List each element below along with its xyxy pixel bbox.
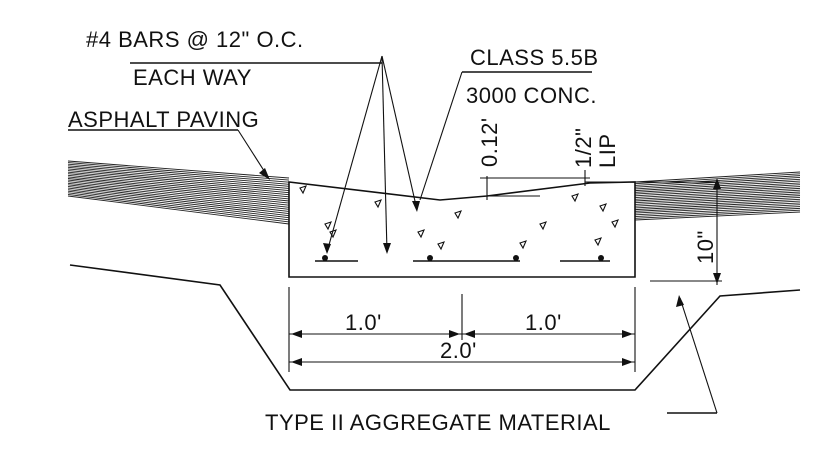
thickness-label: 10"	[693, 230, 718, 264]
rebar-dot	[513, 255, 519, 261]
thickness-dim	[650, 178, 722, 285]
rebar-group	[315, 255, 610, 262]
arrowhead	[259, 168, 270, 180]
arrowhead	[464, 330, 475, 338]
arrowhead	[713, 178, 721, 189]
aggregate-triangle	[299, 185, 307, 195]
half-width-left-label: 1.0'	[345, 310, 382, 335]
asphalt-hatch-line	[67, 178, 290, 202]
bars-label-line2: EACH WAY	[133, 65, 252, 90]
cross-slope-label: 0.12'	[477, 117, 502, 167]
width-dims	[288, 287, 636, 372]
aggregate-triangle	[519, 240, 527, 250]
asphalt-hatch-line	[67, 165, 290, 185]
asphalt-leader-line	[237, 129, 269, 178]
asphalt-hatch-line	[67, 162, 290, 181]
asphalt-hatch-line	[67, 190, 290, 219]
arrowhead	[713, 273, 721, 284]
bars-leader-2	[381, 55, 388, 253]
asphalt-hatch-line	[67, 170, 290, 191]
asphalt-hatch-line	[67, 186, 290, 212]
asphalt-hatch-line	[67, 193, 290, 223]
aggregate-triangle	[437, 241, 445, 251]
arrowhead	[622, 330, 633, 338]
rebar-dot	[322, 255, 328, 261]
concrete-leader	[419, 71, 592, 201]
arrowhead	[449, 330, 460, 338]
asphalt-leader	[68, 129, 270, 180]
arrowhead	[323, 243, 331, 254]
aggregate-label: TYPE II AGGREGATE MATERIAL	[265, 410, 611, 435]
arrowhead	[383, 243, 391, 254]
aggregate-triangle	[599, 203, 607, 213]
aggregate-triangle	[539, 221, 547, 231]
asphalt-hatch-line	[67, 166, 290, 187]
concrete-slab-outline	[288, 181, 636, 278]
asphalt-label: ASPHALT PAVING	[68, 107, 259, 132]
concrete-label-line1: CLASS 5.5B	[470, 45, 599, 70]
concrete-label-line2: 3000 CONC.	[466, 83, 597, 108]
asphalt-hatch-line	[67, 174, 290, 198]
aggregate-base-outline	[69, 264, 801, 391]
aggregate-triangle	[594, 237, 602, 247]
bars-leader-3	[381, 55, 418, 211]
asphalt-hatch-line	[67, 184, 290, 210]
aggregate-triangle	[454, 210, 462, 220]
asphalt-hatch-line	[67, 163, 290, 183]
asphalt-hatch-line	[67, 192, 290, 221]
aggregate-triangle	[611, 219, 619, 229]
aggregate-triangle	[324, 221, 332, 231]
lip-dim	[584, 170, 720, 186]
bars-label-line1: #4 BARS @ 12" O.C.	[86, 27, 304, 52]
total-width-label: 2.0'	[440, 338, 477, 363]
aggregate-triangle	[571, 193, 579, 203]
rebar-dot	[598, 255, 604, 261]
bars-leaders	[130, 55, 420, 254]
asphalt-left	[67, 160, 290, 225]
arrowhead	[622, 358, 633, 366]
arrowhead	[291, 358, 302, 366]
asphalt-hatch-line	[67, 160, 290, 179]
asphalt-hatch-line	[67, 171, 290, 194]
concrete-texture	[299, 185, 619, 251]
asphalt-hatch-line	[634, 171, 801, 183]
lip-value-label: 1/2"	[571, 128, 596, 168]
asphalt-hatch-line	[67, 168, 290, 189]
arrowhead	[676, 295, 684, 307]
asphalt-hatch-line	[67, 176, 290, 200]
aggregate-triangle	[417, 229, 425, 239]
bars-leader-1	[326, 55, 383, 253]
asphalt-hatch-line	[67, 195, 290, 225]
cross-slope-dim	[480, 176, 590, 200]
arrowhead	[412, 201, 420, 212]
half-width-right-label: 1.0'	[525, 310, 562, 335]
asphalt-hatch-line	[67, 182, 290, 208]
asphalt-hatch-line	[67, 173, 290, 196]
rebar-dot	[427, 255, 433, 261]
asphalt-hatch-line	[67, 187, 290, 214]
asphalt-hatch-line	[67, 179, 290, 204]
asphalt-hatch-line	[67, 181, 290, 206]
arrowhead	[291, 330, 302, 338]
asphalt-hatch-line	[67, 189, 290, 217]
aggregate-leader-line	[679, 297, 718, 414]
lip-text-label: LIP	[595, 133, 620, 168]
aggregate-leader	[667, 295, 718, 414]
concrete-leader-line	[419, 71, 463, 201]
aggregate-triangle	[374, 199, 382, 209]
